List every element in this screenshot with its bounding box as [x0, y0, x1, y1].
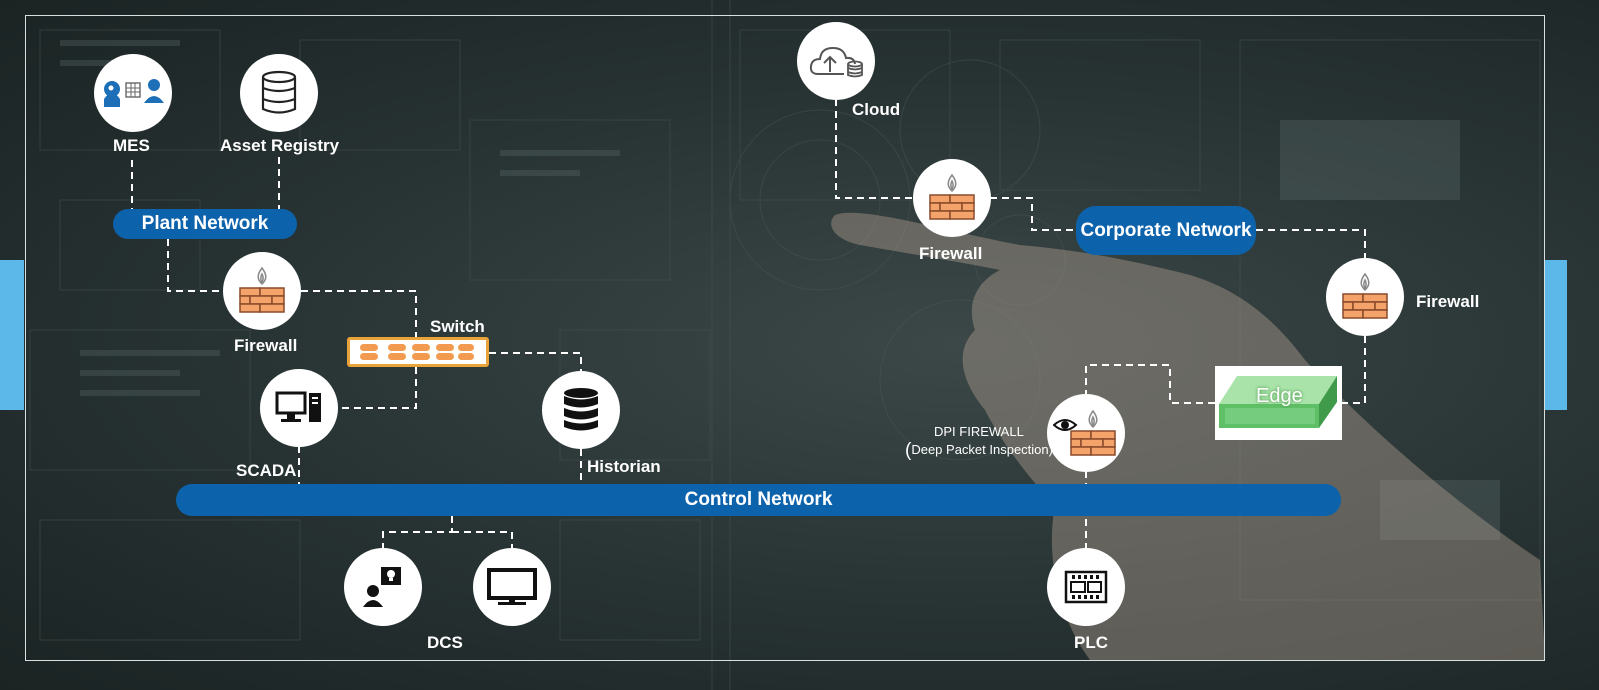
- link-corporate-firewall: [1256, 229, 1366, 258]
- link-switch-scada: [338, 367, 417, 409]
- edge-device-icon: [1219, 376, 1337, 428]
- link-switch-historian: [489, 352, 582, 371]
- cloud-upload-icon: [809, 46, 863, 78]
- plc-label: PLC: [1074, 633, 1108, 652]
- firewall-corp-label: Firewall: [919, 244, 983, 263]
- link-firewall-switch: [301, 290, 417, 338]
- link-cloud-firewall: [835, 99, 913, 199]
- dcs-monitor-node[interactable]: [473, 548, 551, 626]
- dpi-firewall-subtitle-line: (Deep Packet Inspection): [905, 440, 1053, 462]
- link-edge-dpi: [1085, 364, 1215, 404]
- edge-node[interactable]: [1215, 366, 1342, 440]
- dpi-firewall-title: DPI FIREWALL: [934, 424, 1024, 439]
- link-control-dcs: [382, 516, 453, 548]
- mes-node[interactable]: [94, 54, 172, 132]
- mes-icon: [104, 79, 164, 107]
- firewall-icon: [929, 173, 975, 220]
- dpi-firewall-icon: [1053, 409, 1116, 456]
- firewall-edge-node[interactable]: [1326, 258, 1404, 336]
- edge-label: Edge: [1256, 385, 1303, 407]
- dcs-operator-node[interactable]: [344, 548, 422, 626]
- plc-icon: [1064, 570, 1108, 604]
- mes-label: MES: [113, 136, 150, 155]
- historian-label: Historian: [587, 457, 661, 476]
- switch-node[interactable]: [347, 337, 489, 367]
- cloud-node[interactable]: [797, 22, 875, 100]
- right-side-tab: [1545, 260, 1567, 410]
- link-firewall-corporate: [990, 197, 1076, 231]
- dpi-paren: (: [905, 440, 912, 461]
- desktop-computer-icon: [275, 391, 321, 422]
- database-outline-icon: [261, 70, 297, 114]
- operator-icon: [363, 567, 401, 607]
- dpi-firewall-node[interactable]: [1047, 394, 1125, 472]
- dpi-firewall-subtitle: Deep Packet Inspection): [911, 442, 1053, 457]
- switch-icon: [360, 344, 474, 360]
- corporate-network-pill: Corporate Network: [1076, 206, 1256, 255]
- dcs-label: DCS: [427, 633, 463, 652]
- monitor-icon: [487, 568, 537, 605]
- plant-network-pill: Plant Network: [113, 209, 297, 239]
- firewall-icon: [239, 266, 285, 313]
- control-network-pill: Control Network: [176, 484, 1341, 516]
- firewall-plant-label: Firewall: [234, 336, 298, 355]
- scada-node[interactable]: [260, 369, 338, 447]
- firewall-icon: [1342, 272, 1388, 319]
- left-side-tab: [0, 260, 24, 410]
- firewall-plant-node[interactable]: [223, 252, 301, 330]
- scada-label: SCADA: [236, 461, 297, 480]
- cloud-label: Cloud: [852, 100, 901, 119]
- firewall-corp-node[interactable]: [913, 159, 991, 237]
- historian-node[interactable]: [542, 371, 620, 449]
- link-firewall-edge: [1342, 336, 1366, 404]
- link-plant-firewall: [167, 239, 224, 292]
- plc-node[interactable]: [1047, 548, 1125, 626]
- asset-registry-node[interactable]: [240, 54, 318, 132]
- asset-registry-label: Asset Registry: [220, 136, 340, 155]
- database-solid-icon: [564, 388, 598, 431]
- firewall-edge-label: Firewall: [1416, 292, 1480, 311]
- link-control-dcs-monitor: [452, 531, 513, 548]
- diagram-frame: [25, 15, 1545, 661]
- switch-label: Switch: [430, 317, 485, 336]
